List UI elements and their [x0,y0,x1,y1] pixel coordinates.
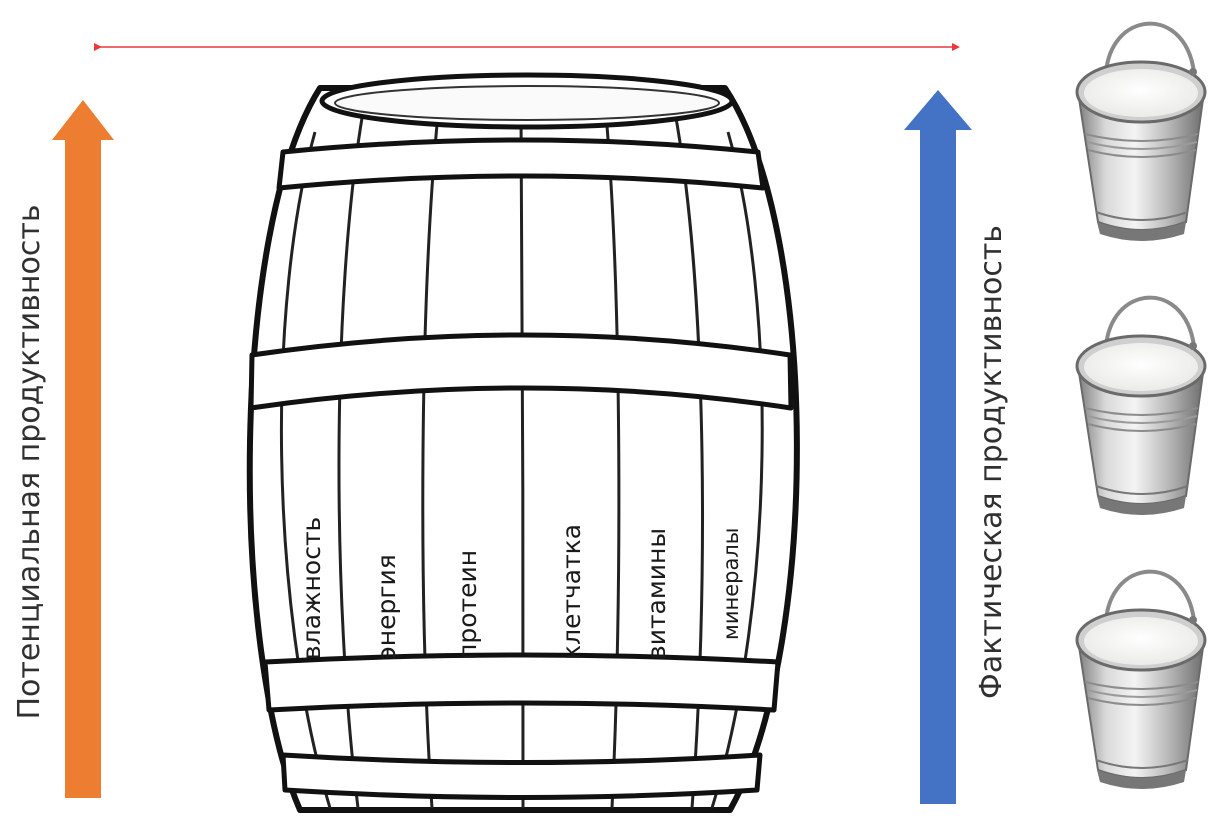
stave-label-minerals: минералы [719,528,743,640]
stave-label-fiber: клетчатка [557,524,586,660]
milk-bucket-icon [1075,295,1207,517]
stave-label-protein: протеин [453,550,482,660]
potential-productivity-arrow [52,100,114,798]
potential-productivity-label: Потенциальная продуктивность [12,204,47,719]
actual-productivity-label: Фактическая продуктивность [974,225,1009,699]
milk-bucket-icon [1075,569,1207,791]
barrel [246,72,800,813]
stave-label-moisture: влажность [297,517,326,660]
stave-label-energy: энергия [372,554,401,660]
milk-bucket-icon [1075,21,1207,244]
stave-label-vitamins: витамины [642,528,671,660]
actual-productivity-arrow [904,90,972,804]
